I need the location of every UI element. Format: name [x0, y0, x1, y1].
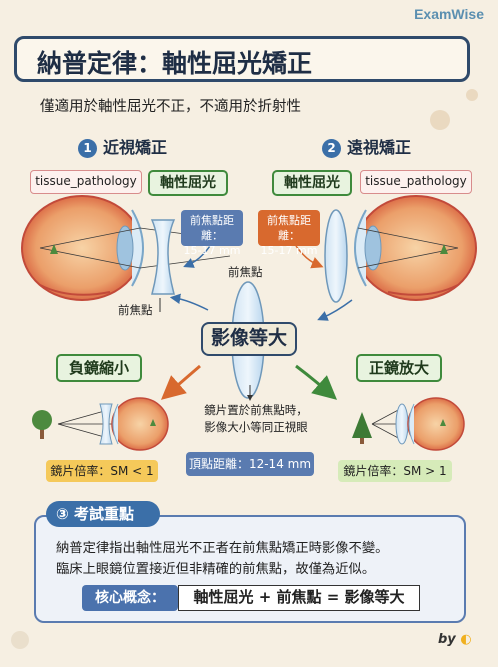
- key-line-2: 臨床上眼鏡位置接近但非精確的前焦點，故僅為近似。: [56, 562, 376, 577]
- hyperopia-heading-text: 遠視矯正: [347, 138, 412, 157]
- key-points-number: ③: [56, 505, 69, 523]
- decor-dot: [466, 89, 478, 101]
- hyperopia-focal-arrow: [295, 245, 324, 269]
- key-points-text: 納普定律指出軸性屈光不正者在前焦點矯正時影像不變。 臨床上眼鏡位置接近但非精確的…: [56, 538, 456, 580]
- myopia-heading: 1 近視矯正: [78, 134, 167, 158]
- hyperopia-pathology-tag: tissue_pathology: [360, 170, 472, 194]
- key-points-title-text: 考試重點: [73, 505, 134, 523]
- center-note-line2: 影像大小等同正視眼: [204, 420, 308, 434]
- center-note: 鏡片置於前焦點時， 影像大小等同正視眼: [196, 402, 316, 436]
- myopia-focal-label: 前焦點距離：: [190, 214, 234, 242]
- footer-logo-icon: ◐: [460, 632, 472, 647]
- minus-lens-magnification: 鏡片倍率：SM < 1: [46, 460, 158, 482]
- vertex-distance-tag: 頂點距離：12-14 mm: [186, 452, 314, 476]
- hyperopia-number-badge: 2: [322, 139, 341, 158]
- page-title: 納普定律：軸性屈光矯正: [37, 49, 313, 78]
- myopia-focal-arrow: [183, 245, 211, 268]
- core-concept-label: 核心概念：: [82, 585, 178, 611]
- hyperopia-convex-lens: [324, 209, 348, 303]
- decor-dot: [11, 631, 29, 649]
- magnify-diagram: [352, 397, 465, 451]
- minus-lens-tag: 負鏡縮小: [56, 354, 142, 382]
- myopia-eye: [21, 195, 231, 301]
- minify-arrow: [160, 364, 201, 400]
- myopia-concave-lens: [150, 219, 176, 295]
- key-points-title: ③ 考試重點: [46, 501, 160, 527]
- key-line-1: 納普定律指出軸性屈光不正者在前焦點矯正時影像不變。: [56, 541, 389, 556]
- footer-credit: by ◐: [438, 632, 472, 647]
- myopia-focal-point-label: 前焦點: [118, 303, 153, 317]
- myopia-focal-distance-box: 前焦點距離： 15-17 mm: [181, 210, 243, 257]
- equal-size-tag: 影像等大: [201, 322, 297, 356]
- myopia-axial-tag: 軸性屈光: [148, 170, 228, 196]
- hyperopia-axial-tag: 軸性屈光: [272, 170, 352, 196]
- plus-lens-tag: 正鏡放大: [356, 354, 442, 382]
- myopia-number-badge: 1: [78, 139, 97, 158]
- hyperopia-focal-distance-box: 前焦點距離： 15-17 mm: [258, 210, 320, 257]
- center-to-right-arrow: [317, 299, 353, 321]
- footer-by: by: [438, 632, 456, 647]
- center-to-left-arrow: [169, 293, 209, 311]
- myopia-heading-text: 近視矯正: [103, 138, 168, 157]
- minify-diagram: [32, 397, 169, 451]
- hyperopia-eye: [354, 195, 477, 301]
- plus-lens-magnification: 鏡片倍率：SM > 1: [338, 460, 452, 482]
- hyperopia-focal-label: 前焦點距離：: [267, 214, 311, 242]
- center-focal-point-label: 前焦點: [228, 265, 263, 279]
- brand-logo: ExamWise: [414, 6, 484, 22]
- myopia-pathology-tag: tissue_pathology: [30, 170, 142, 194]
- myopia-focal-value: 15-17 mm: [183, 244, 241, 257]
- title-box: 納普定律：軸性屈光矯正: [14, 36, 470, 82]
- magnify-arrow: [295, 364, 338, 400]
- hyperopia-heading: 2 遠視矯正: [322, 134, 411, 158]
- core-concept-value: 軸性屈光 + 前焦點 = 影像等大: [178, 585, 420, 611]
- center-note-line1: 鏡片置於前焦點時，: [204, 403, 308, 417]
- decor-dot: [430, 110, 450, 130]
- hyperopia-focal-value: 15-17 mm: [260, 244, 318, 257]
- subtitle: 僅適用於軸性屈光不正，不適用於折射性: [40, 99, 301, 115]
